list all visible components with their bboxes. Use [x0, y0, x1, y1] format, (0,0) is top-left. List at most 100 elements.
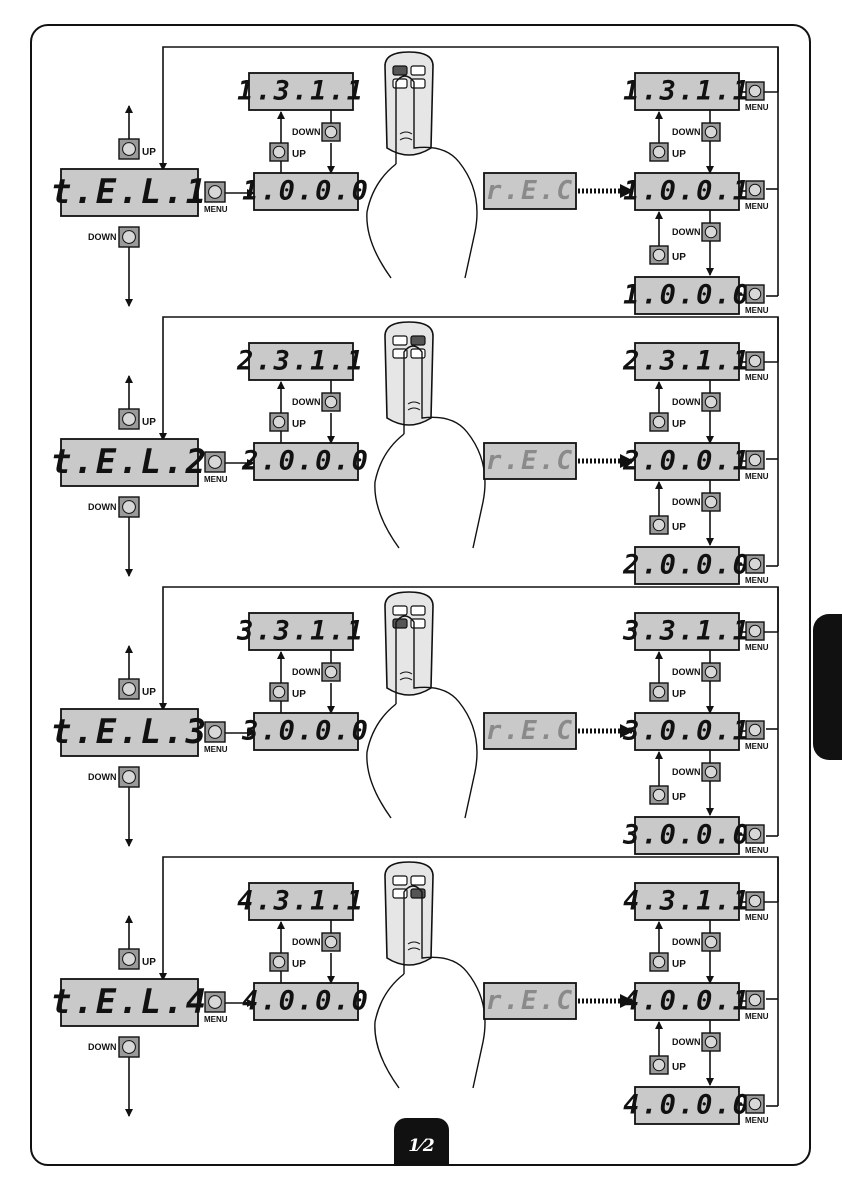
section-3-remote-key — [410, 605, 426, 616]
section-3-down-button — [118, 766, 140, 788]
section-3-base-display-frame — [253, 712, 359, 751]
section-2-menu-button-cap — [748, 557, 762, 571]
section-4-result-bot-display: 4.0.0.0 — [623, 1086, 749, 1125]
section-2-remote-body — [384, 321, 434, 426]
section-1-menu-button-cap — [748, 287, 762, 301]
section-1-menu-button — [745, 180, 765, 200]
section-3-up-label: UP — [672, 689, 686, 700]
section-4-down-button — [321, 932, 341, 952]
section-1-up-button — [269, 142, 289, 162]
section-1-result-mid-display-frame — [634, 172, 740, 211]
section-2-up-button-cap — [652, 518, 666, 532]
section-2-prog-display-frame — [248, 342, 354, 381]
section-3-menu-button-cap — [748, 723, 762, 737]
section-4-up-button-cap — [652, 1058, 666, 1072]
section-4-down-label: DOWN — [672, 937, 701, 947]
section-3-menu-button-cap — [748, 827, 762, 841]
section-4-rec-display-frame — [483, 982, 577, 1020]
section-1-up-button-cap — [272, 145, 286, 159]
section-2-menu-button-cap — [748, 354, 762, 368]
section-2-down-button-cap — [704, 495, 718, 509]
section-1-prog-display: 1.3.1.1 — [237, 72, 365, 111]
section-2-base-display: 2.0.0.0 — [241, 442, 370, 481]
section-3-up-label: UP — [292, 689, 306, 700]
section-3-up-button-cap — [122, 682, 136, 696]
section-3-base-display: 3.0.0.0 — [241, 712, 368, 751]
section-2-menu-label: MENU — [204, 475, 228, 484]
section-4-result-mid-display-text: 4.0.0.1 — [623, 986, 751, 1017]
section-1-up-label: UP — [142, 147, 156, 158]
section-3-result-top-display-text: 3.3.1.1 — [622, 616, 751, 647]
section-4-down-label: DOWN — [672, 1037, 701, 1047]
section-1-remote — [366, 51, 478, 279]
section-4-up-button — [649, 952, 669, 972]
section-2-base-display-frame — [253, 442, 359, 481]
section-4-up-label: UP — [672, 1062, 686, 1073]
section-4-down-label: DOWN — [88, 1042, 117, 1052]
section-4-remote-key — [410, 888, 426, 899]
section-1-up-label: UP — [672, 149, 686, 160]
section-4-base-display-frame — [253, 982, 359, 1021]
section-1-base-display-frame — [253, 172, 359, 211]
section-4-down-button — [701, 1032, 721, 1052]
section-1-down-label: DOWN — [672, 227, 701, 237]
section-1-up-label: UP — [672, 252, 686, 263]
section-2-up-button — [118, 408, 140, 430]
section-4-menu-label: MENU — [745, 1012, 769, 1021]
section-3-result-top-display: 3.3.1.1 — [622, 612, 751, 651]
section-3-up-button — [649, 785, 669, 805]
section-4-menu-button — [745, 891, 765, 911]
section-1-menu-button-cap — [748, 183, 762, 197]
section-4-menu-button — [745, 1094, 765, 1114]
section-1-down-label: DOWN — [88, 232, 117, 242]
section-4-channel-display-frame — [60, 978, 199, 1027]
section-2-menu-label: MENU — [745, 373, 769, 382]
section-1-prog-display-text: 1.3.1.1 — [237, 76, 365, 107]
section-4-channel-display-text: t.E.L.4 — [51, 982, 208, 1022]
section-4-result-top-display-frame — [634, 882, 740, 921]
section-1-channel-display-text: t.E.L.1 — [51, 172, 208, 212]
section-3-up-button-cap — [652, 685, 666, 699]
section-3-up-label: UP — [672, 792, 686, 803]
section-3-result-bot-display-text: 3.0.0.0 — [622, 820, 751, 851]
section-1-down-button-cap — [704, 225, 718, 239]
section-1-down-label: DOWN — [292, 127, 321, 137]
section-4-down-button-cap — [704, 1035, 718, 1049]
section-4-up-label: UP — [672, 959, 686, 970]
section-2-prog-display-text: 2.3.1.1 — [236, 346, 365, 377]
section-2-remote-key — [392, 335, 408, 346]
section-3-channel-display-text: t.E.L.3 — [51, 712, 208, 752]
section-4-down-button-cap — [324, 935, 338, 949]
section-1-result-mid-display: 1.0.0.1 — [623, 172, 749, 211]
section-3-up-button — [118, 678, 140, 700]
section-4-up-button-cap — [272, 955, 286, 969]
section-2-rec-display: r.E.C — [483, 442, 577, 480]
section-4-down-button — [701, 932, 721, 952]
section-3-channel-display: t.E.L.3 — [51, 708, 208, 757]
section-2-result-mid-display: 2.0.0.1 — [622, 442, 749, 481]
section-1-rec-display-text: r.E.C — [486, 176, 574, 206]
section-1-down-button — [701, 222, 721, 242]
section-1-menu-button-cap — [208, 185, 222, 199]
section-1-prog-display-frame — [248, 72, 354, 111]
section-1-channel-display-frame — [60, 168, 199, 217]
section-3-remote — [366, 591, 478, 819]
section-1-down-button-cap — [122, 230, 136, 244]
section-1-up-label: UP — [292, 149, 306, 160]
section-4-remote-knuckle — [407, 941, 421, 951]
section-1-remote-body — [384, 51, 434, 156]
section-4-menu-button-cap — [748, 894, 762, 908]
section-2-down-label: DOWN — [672, 497, 701, 507]
section-4-result-mid-display: 4.0.0.1 — [623, 982, 751, 1021]
section-2-up-button-cap — [272, 415, 286, 429]
section-2-up-button — [649, 412, 669, 432]
section-2-remote — [374, 321, 486, 549]
section-4-remote-body — [384, 861, 434, 966]
section-2-up-button-cap — [122, 412, 136, 426]
section-1-base-display-text: 1.0.0.0 — [242, 176, 370, 207]
section-2-base-display-text: 2.0.0.0 — [241, 446, 370, 477]
section-4-remote-palm — [374, 973, 405, 1089]
section-1-menu-label: MENU — [745, 202, 769, 211]
section-2-up-button — [649, 515, 669, 535]
